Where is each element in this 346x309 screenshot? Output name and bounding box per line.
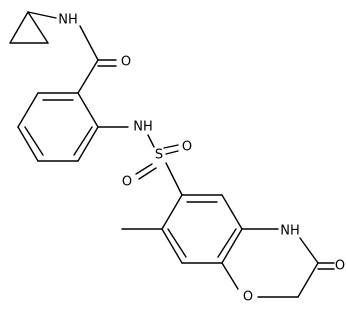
sulfonamide-nh-label: NH [133,120,153,135]
bond [77,59,99,94]
bond [135,163,153,175]
bond [221,228,243,264]
bond [79,25,99,61]
lactam-oxygen-label: O [335,259,345,274]
carbonyl-oxygen-label: O [121,55,131,70]
bond [161,194,183,230]
bond [221,262,239,290]
sulfonyl-oxygen-left-label: O [122,175,132,190]
bond [167,228,187,258]
bond [17,126,39,162]
bond [73,126,93,156]
bond [221,194,243,230]
amide-nh-label: NH [58,13,78,28]
sulfur-label: S [155,148,163,163]
ring-nh-label: NH [280,224,300,239]
bond [9,11,29,44]
bond [163,144,179,149]
bond [297,262,319,298]
bond [165,150,179,155]
bond [138,167,157,180]
bond [217,228,237,258]
bond [77,92,99,128]
bond [165,162,183,196]
bond [161,228,183,264]
ring-oxygen-label: O [243,290,253,305]
sulfonyl-oxygen-top-label: O [182,140,192,155]
bond [27,11,57,19]
bond [147,134,155,148]
bond [77,126,99,162]
bond [27,11,49,44]
bond [24,126,44,156]
bond [17,92,39,128]
bond [299,237,319,264]
